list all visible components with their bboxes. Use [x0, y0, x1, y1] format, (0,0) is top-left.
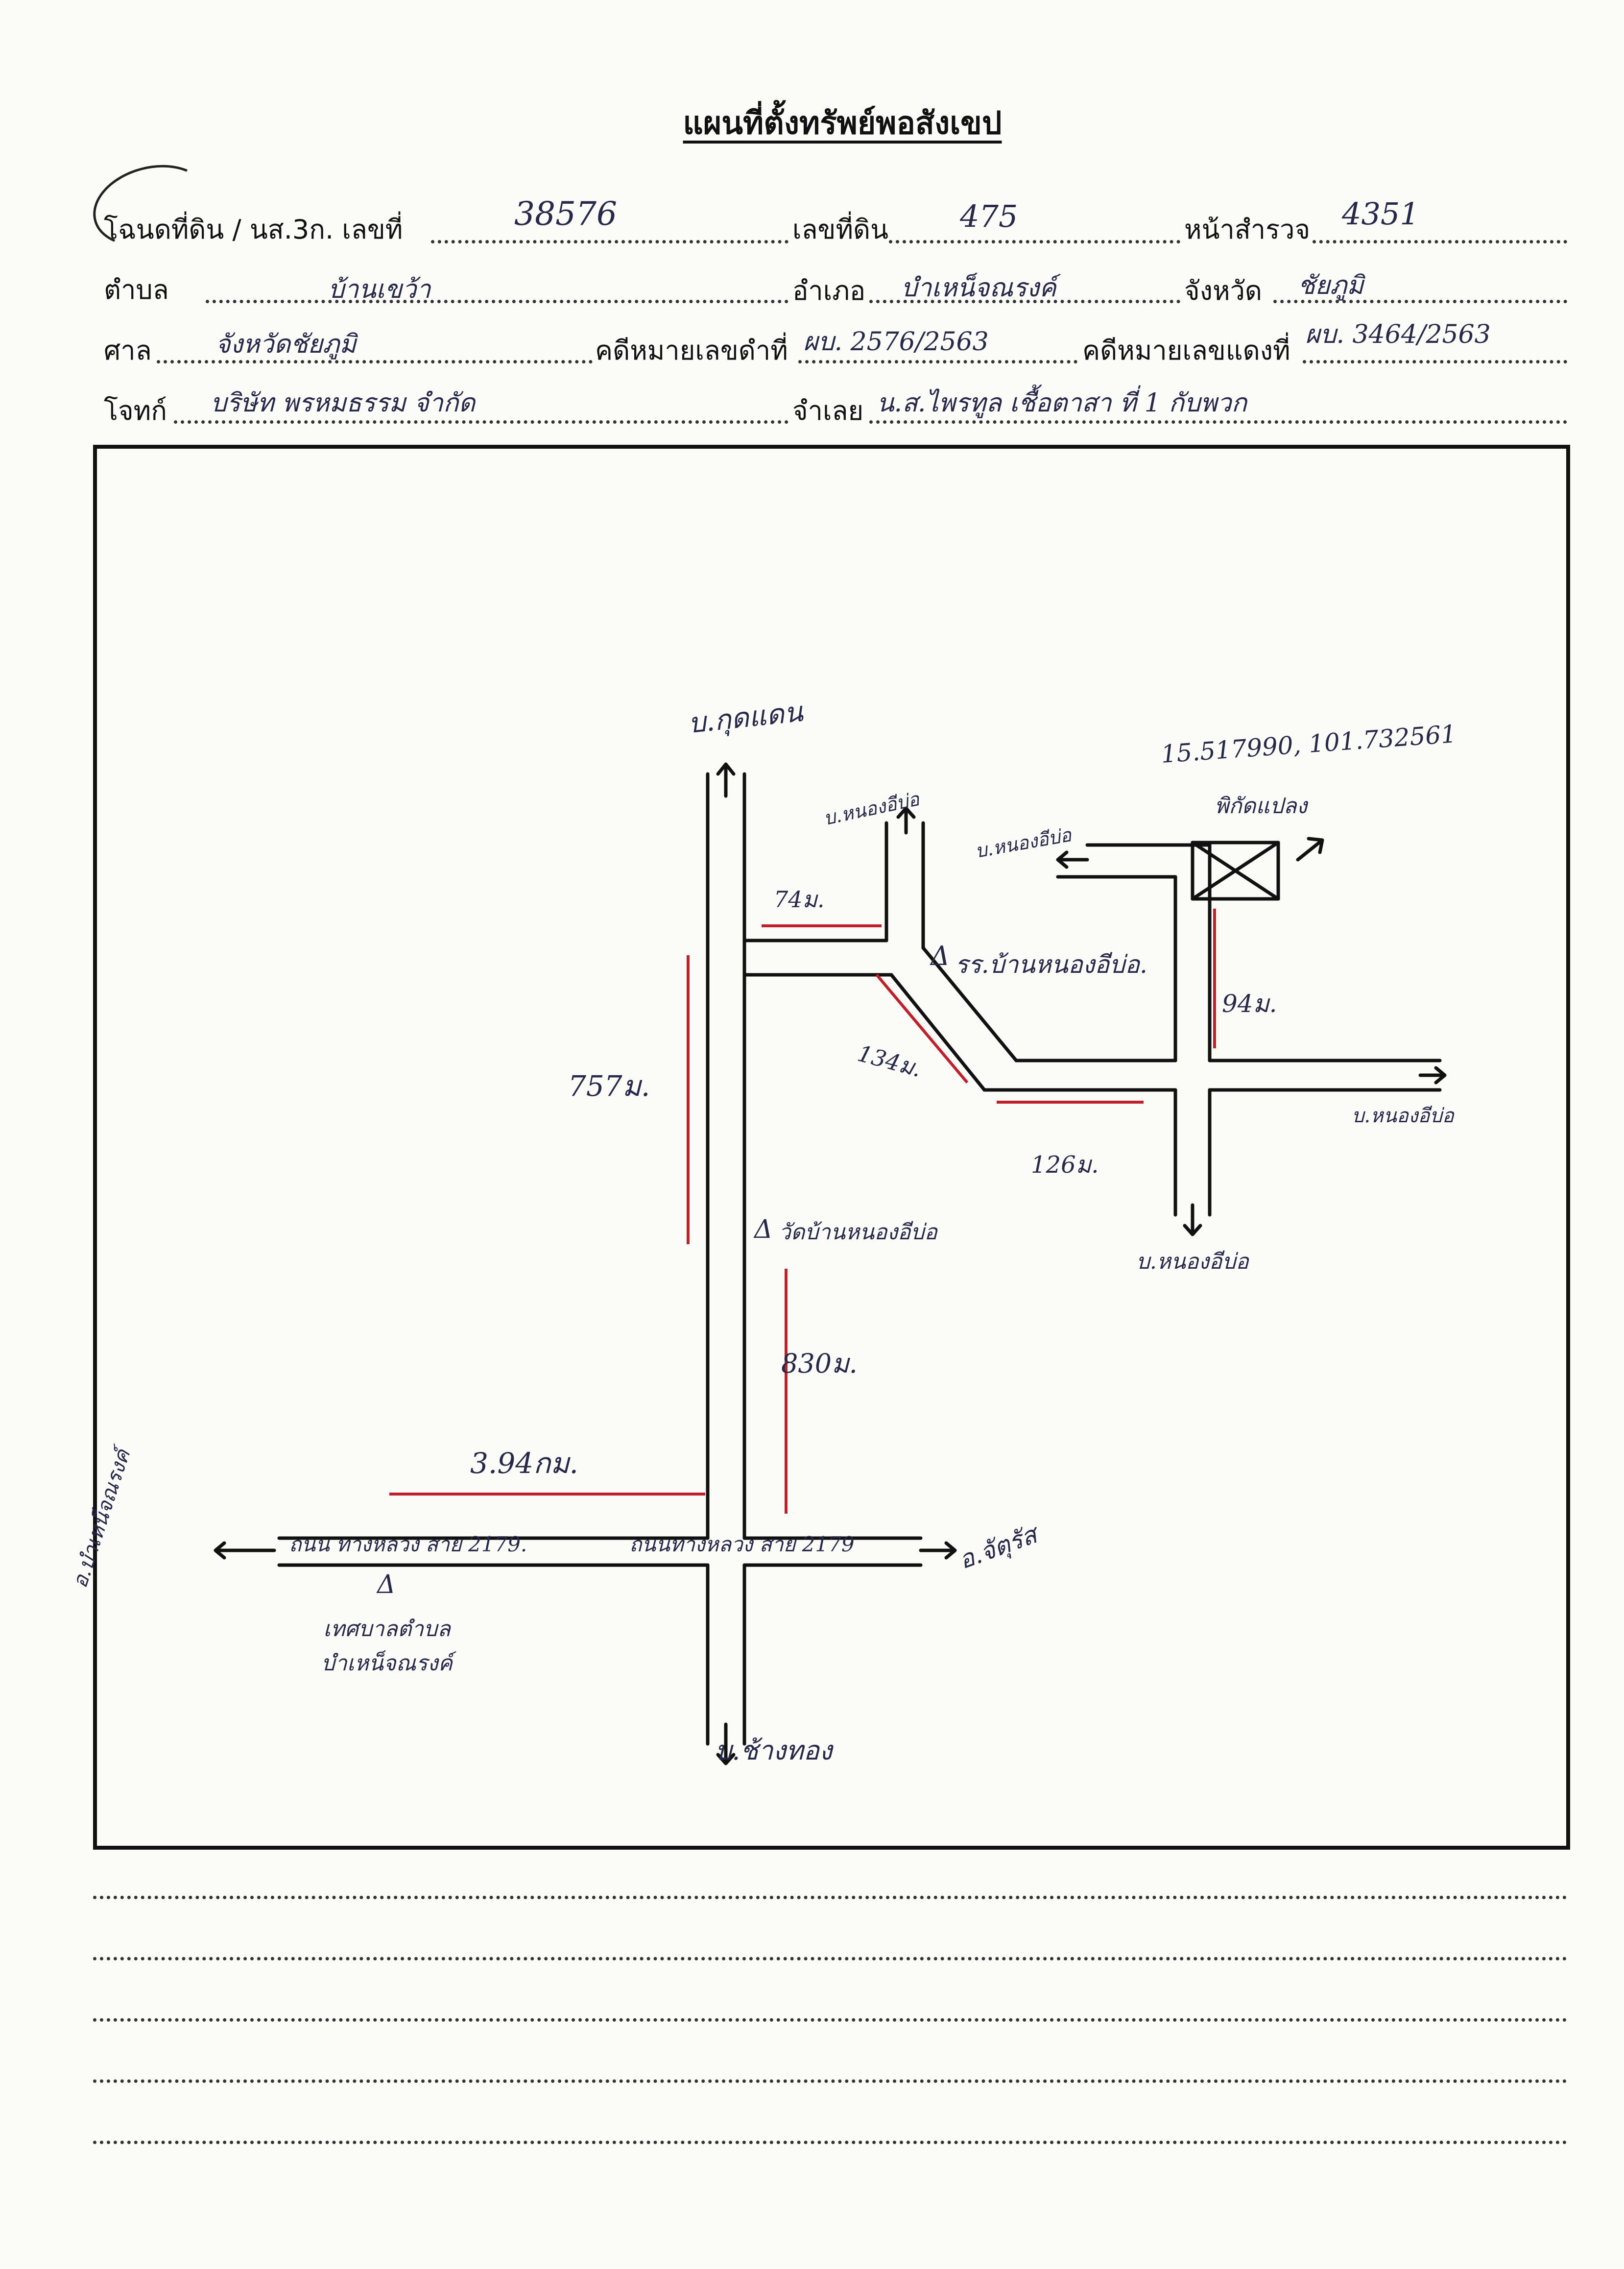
defendant-value: น.ส.ไพรทูล เชื้อตาสา ที่ 1 กับพวก	[877, 388, 1247, 418]
note-line-2	[93, 1957, 1567, 1960]
measure-lines	[389, 909, 1216, 1514]
survey-page-number: 4351	[1342, 196, 1419, 232]
measure-134	[875, 974, 969, 1084]
school-marker: Δ	[931, 941, 950, 971]
red-case-value: ผบ. 3464/2563	[1305, 320, 1491, 349]
label-temple: วัดบ้านหนองอีบ่อ	[779, 1220, 937, 1245]
red-case-dots	[1303, 360, 1567, 363]
dist-main: 3.94กม.	[470, 1447, 578, 1480]
red-case-label: คดีหมายเลขแดงที่	[1082, 335, 1290, 366]
label-road-2: ถนนทางหลวง สาย 2179	[629, 1532, 855, 1556]
dist-94: 94ม.	[1222, 990, 1277, 1018]
plaintiff-dots	[174, 420, 788, 424]
dist-126: 126ม.	[1031, 1151, 1099, 1179]
survey-page-label: หน้าสำรวจ	[1184, 214, 1311, 245]
diagonal-road-north-edge	[921, 946, 1018, 1062]
deed-dots	[431, 240, 788, 243]
map-frame	[93, 445, 1570, 1850]
changwat-value: ชัยภูมิ	[1298, 271, 1364, 300]
land-no-label: เลขที่ดิน	[792, 214, 889, 245]
east-road-arrow	[1418, 1066, 1447, 1085]
page-title: แผนที่ตั้งทรัพย์พอสังเขป	[683, 105, 1002, 142]
survey-page-dots	[1313, 240, 1567, 243]
changwat-dots	[1273, 300, 1567, 303]
dist-757: 757ม.	[568, 1069, 650, 1103]
tambon-dots	[206, 300, 788, 303]
black-case-dots	[798, 360, 1077, 363]
note-line-3	[93, 2018, 1567, 2022]
court-dots	[157, 360, 593, 363]
tambon-label: ตำบล	[104, 274, 169, 305]
deed-label: โฉนดที่ดิน / นส.3ก. เลขที่	[104, 214, 403, 245]
defendant-dots	[869, 420, 1567, 424]
defendant-label: จำเลย	[792, 395, 864, 426]
parcel-cross-b	[1191, 841, 1280, 901]
label-village-south: บ.หนองอีบ่อ	[1136, 1249, 1249, 1274]
west-arrow	[214, 1541, 276, 1560]
land-number: 475	[960, 198, 1018, 234]
note-line-4	[93, 2079, 1567, 2083]
south-lane-arrow	[1183, 1203, 1202, 1236]
dist-74: 74ม.	[774, 886, 825, 913]
municipality-marker: Δ	[377, 1570, 396, 1599]
south-arrow	[716, 1722, 736, 1765]
plaintiff-label: โจทก์	[104, 395, 167, 426]
court-label: ศาล	[104, 335, 152, 366]
black-case-label: คดีหมายเลขดำที่	[595, 335, 788, 366]
note-line-5	[93, 2141, 1567, 2144]
note-line-1	[93, 1896, 1567, 1899]
label-south-dest: บ.ช้างทอง	[715, 1735, 833, 1766]
tambon-value: บ้านเขว้า	[328, 275, 431, 304]
label-school: รร.บ้านหนองอีบ่อ.	[955, 950, 1147, 979]
parcel-pointer-arrow	[1296, 837, 1324, 862]
amphoe-dots	[869, 300, 1180, 303]
land-no-dots	[889, 240, 1180, 243]
changwat-label: จังหวัด	[1184, 275, 1262, 306]
black-case-value: ผบ. 2576/2563	[803, 327, 989, 357]
parcel-box	[1191, 841, 1280, 901]
ne-lane-arrow	[1056, 850, 1089, 869]
amphoe-label: อำเภอ	[792, 275, 866, 306]
court-value: จังหวัดชัยภูมิ	[215, 330, 357, 359]
label-village-east: บ.หนองอีบ่อ	[1352, 1105, 1454, 1127]
diagonal-road-south-edge	[889, 973, 986, 1092]
temple-marker: Δ	[754, 1215, 773, 1244]
north-arrow	[716, 762, 736, 798]
plaintiff-value: บริษัท พรหมธรรม จำกัด	[211, 388, 476, 418]
east-arrow	[919, 1541, 957, 1560]
label-parcel: พิกัดแปลง	[1215, 794, 1307, 819]
label-municipality: เทศบาลตำบล บำเหน็จณรงค์	[321, 1617, 453, 1676]
deed-number: 38576	[514, 195, 617, 233]
dist-830: 830ม.	[781, 1348, 858, 1379]
amphoe-value: บำเหน็จณรงค์	[901, 273, 1056, 303]
label-road: ถนน ทางหลวง สาย 2179.	[289, 1532, 527, 1556]
north-lane-arrow	[896, 806, 916, 835]
